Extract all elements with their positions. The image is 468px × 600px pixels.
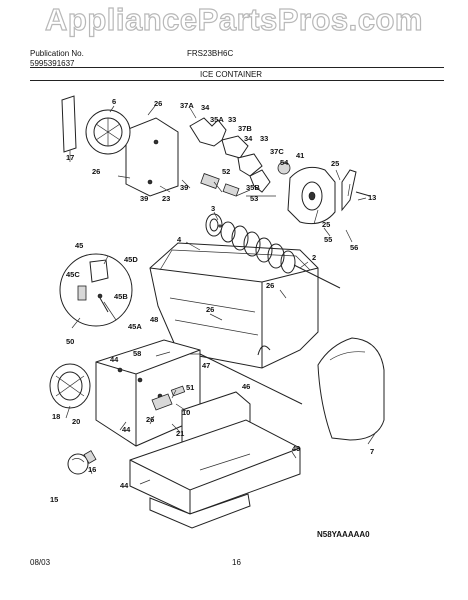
- callout-7: 7: [370, 447, 374, 456]
- diagram-code: N58YAAAAA0: [317, 530, 370, 539]
- callout-4: 4: [177, 235, 182, 244]
- callout-37b: 37B: [238, 124, 252, 133]
- callout-45b: 45B: [114, 292, 128, 301]
- callout-41: 41: [296, 151, 304, 160]
- callout-6: 6: [112, 97, 116, 106]
- callout-46: 46: [242, 382, 250, 391]
- callout-33-a: 33: [228, 115, 236, 124]
- callout-45a: 45A: [128, 322, 142, 331]
- model-number: FRS23BH6C: [187, 49, 234, 58]
- callout-44-a: 44: [110, 355, 119, 364]
- callout-47: 47: [202, 361, 210, 370]
- publication-number: 5995391637: [30, 59, 75, 68]
- leader-lines: [65, 105, 377, 485]
- callout-26-d: 26: [266, 281, 274, 290]
- crank-arm: [341, 169, 371, 212]
- callout-53: 53: [250, 194, 258, 203]
- callout-34-b: 34: [244, 134, 253, 143]
- rear-housing: [61, 95, 179, 197]
- callout-37a: 37A: [180, 101, 194, 110]
- callout-25-b: 25: [322, 220, 330, 229]
- callout-45d: 45D: [124, 255, 138, 264]
- callout-54: 54: [280, 158, 289, 167]
- drive-motor: [49, 363, 91, 409]
- light-bulb: [67, 450, 97, 475]
- callout-10: 10: [182, 408, 190, 417]
- callout-26-c: 26: [206, 305, 214, 314]
- callout-13: 13: [368, 193, 376, 202]
- watermark: AppliancePartsPros.com: [44, 1, 423, 37]
- callout-21: 21: [176, 429, 184, 438]
- callout-23: 23: [162, 194, 170, 203]
- footer-date: 08/03: [30, 558, 51, 567]
- callout-44-b: 44: [122, 425, 131, 434]
- title-rule: [30, 80, 444, 81]
- footer-page: 16: [232, 558, 241, 567]
- callout-37c: 37C: [270, 147, 284, 156]
- callout-26-a: 26: [154, 99, 162, 108]
- callout-55: 55: [324, 235, 332, 244]
- callout-56: 56: [350, 243, 358, 252]
- detector-inset: [59, 253, 133, 327]
- callout-35a: 35A: [210, 115, 224, 124]
- drive-rod: [199, 353, 303, 405]
- callout-2: 2: [312, 253, 316, 262]
- callout-35b: 35B: [246, 183, 260, 192]
- gear-assembly: [189, 117, 291, 197]
- callout-25-a: 25: [331, 159, 339, 168]
- callout-17: 17: [66, 153, 74, 162]
- callout-labels: 17 6 26 37A 34 35A 33 37B 34 33 37C 54 4…: [50, 97, 376, 504]
- callout-39-b: 39: [140, 194, 148, 203]
- callout-26-e: 26: [146, 415, 154, 424]
- seal-ring: [218, 224, 222, 228]
- callout-44-c: 44: [120, 481, 129, 490]
- callout-45c: 45C: [66, 270, 80, 279]
- callout-52: 52: [222, 167, 230, 176]
- header-rule: [30, 67, 444, 68]
- front-cover: [317, 337, 385, 441]
- callout-51: 51: [186, 383, 194, 392]
- callout-20: 20: [72, 417, 80, 426]
- callout-34-a: 34: [201, 103, 210, 112]
- callout-26-b: 26: [92, 167, 100, 176]
- ice-container-bin: [149, 242, 319, 369]
- bottom-shelf: [129, 391, 301, 529]
- callout-48: 48: [150, 315, 158, 324]
- publication-label: Publication No.: [30, 49, 84, 58]
- callout-50: 50: [66, 337, 74, 346]
- callout-45: 45: [75, 241, 83, 250]
- callout-39-a: 39: [180, 183, 188, 192]
- callout-58: 58: [133, 349, 141, 358]
- section-title: ICE CONTAINER: [200, 70, 263, 79]
- callout-16: 16: [88, 465, 96, 474]
- callout-18: 18: [52, 412, 60, 421]
- callout-49: 49: [292, 444, 300, 453]
- callout-33-b: 33: [260, 134, 268, 143]
- housing-cover: [287, 166, 336, 225]
- callout-3: 3: [211, 204, 215, 213]
- callout-15: 15: [50, 495, 58, 504]
